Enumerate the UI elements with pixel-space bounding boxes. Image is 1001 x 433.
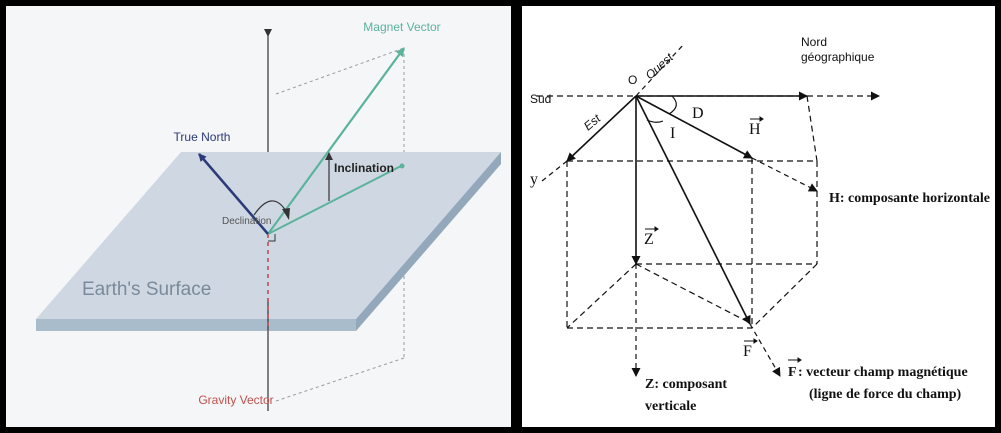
declination-label: Declination bbox=[222, 216, 271, 227]
h-vector-label: H bbox=[749, 121, 761, 138]
magnetic-vector-illustration: Magnet Vector True North Inclination Dec… bbox=[36, 20, 501, 411]
earth-surface-label: Earth's Surface bbox=[82, 279, 211, 300]
y-axis-label: y bbox=[530, 171, 538, 188]
f-description-line1: : vecteur champ magnétique bbox=[798, 365, 968, 380]
nord-label-line1: Nord bbox=[801, 35, 827, 49]
projection-box bbox=[566, 95, 818, 329]
f-vector-label: F bbox=[743, 343, 752, 360]
z-description-line2: verticale bbox=[645, 399, 696, 414]
gravity-vector-label: Gravity Vector bbox=[198, 393, 273, 407]
origin-label: O bbox=[628, 73, 637, 87]
vector-arrow-accents bbox=[645, 116, 802, 363]
horizontal-projection-line bbox=[267, 165, 402, 235]
declination-arc-arrowhead bbox=[282, 208, 290, 220]
z-vector-label: Z bbox=[644, 231, 654, 248]
h-description: H: composante horizontale bbox=[829, 191, 990, 206]
sud-label: Sud bbox=[530, 92, 551, 106]
d-angle-label: D bbox=[692, 105, 704, 122]
true-north-label: True North bbox=[174, 130, 231, 144]
ouest-label: Ouest bbox=[643, 50, 677, 82]
y-axis-extension bbox=[541, 160, 568, 182]
east-axis-vector bbox=[566, 95, 637, 162]
geomagnetic-components-diagram: Sud O Ouest Est Nord géographique D I H … bbox=[530, 35, 990, 414]
i-angle-label: I bbox=[670, 125, 675, 142]
right-diagram-panel: Sud O Ouest Est Nord géographique D I H … bbox=[522, 6, 995, 427]
inclination-label: Inclination bbox=[334, 161, 394, 175]
declination-angle-arc bbox=[668, 95, 677, 115]
projection-box bbox=[275, 47, 405, 402]
declination-arc bbox=[253, 200, 287, 216]
nord-label-line2: géographique bbox=[801, 50, 875, 64]
inclination-angle-arc bbox=[646, 119, 664, 123]
projection-point bbox=[399, 163, 405, 169]
true-north-arrow bbox=[198, 153, 269, 235]
magnet-vector-label: Magnet Vector bbox=[363, 20, 440, 34]
magnet-vector-arrow bbox=[267, 47, 405, 235]
h-vector-extension bbox=[751, 157, 818, 192]
f-description-prefix: F bbox=[788, 365, 797, 380]
f-vector-arrow bbox=[635, 95, 751, 325]
h-vector-arrow bbox=[635, 95, 753, 159]
west-axis bbox=[635, 43, 685, 97]
f-description-line2: (ligne de force du champ) bbox=[809, 387, 962, 402]
left-diagram-panel: Magnet Vector True North Inclination Dec… bbox=[6, 6, 511, 427]
f-vector-extension bbox=[749, 323, 781, 377]
z-description-line1: Z: composant bbox=[645, 377, 727, 392]
right-angle-marker bbox=[268, 234, 276, 242]
